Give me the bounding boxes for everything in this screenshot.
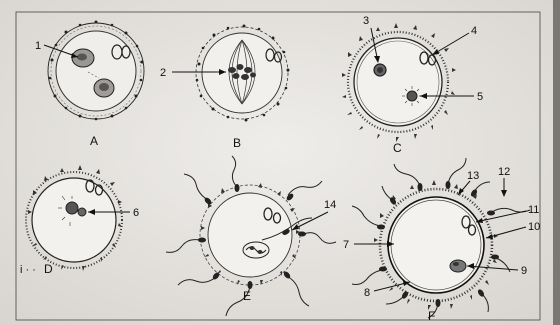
panel-letter-d: D xyxy=(44,262,53,276)
panel-letter-f: F xyxy=(428,309,435,323)
label-3: 3 xyxy=(363,15,369,27)
panel-letter-a: A xyxy=(90,134,98,148)
label-5: 5 xyxy=(477,91,483,103)
label-10: 10 xyxy=(528,221,540,233)
panel-letter-b: B xyxy=(233,136,241,150)
label-11: 11 xyxy=(528,204,539,216)
label-12: 12 xyxy=(498,166,510,178)
page-edge xyxy=(553,0,560,325)
svg-text:i · ·: i · · xyxy=(20,264,36,276)
label-14: 14 xyxy=(324,199,336,211)
label-9: 9 xyxy=(521,265,527,277)
label-7: 7 xyxy=(343,239,349,251)
two-cell-nuclei xyxy=(450,260,466,272)
female-pronucleus xyxy=(402,86,422,106)
label-2: 2 xyxy=(160,67,166,79)
label-6: 6 xyxy=(133,207,139,219)
panel-letter-c: C xyxy=(393,141,402,155)
label-13: 13 xyxy=(467,170,479,182)
panel-letter-e: E xyxy=(243,289,251,303)
label-4: 4 xyxy=(471,25,477,37)
label-1: 1 xyxy=(35,40,41,52)
label-8: 8 xyxy=(364,287,370,299)
